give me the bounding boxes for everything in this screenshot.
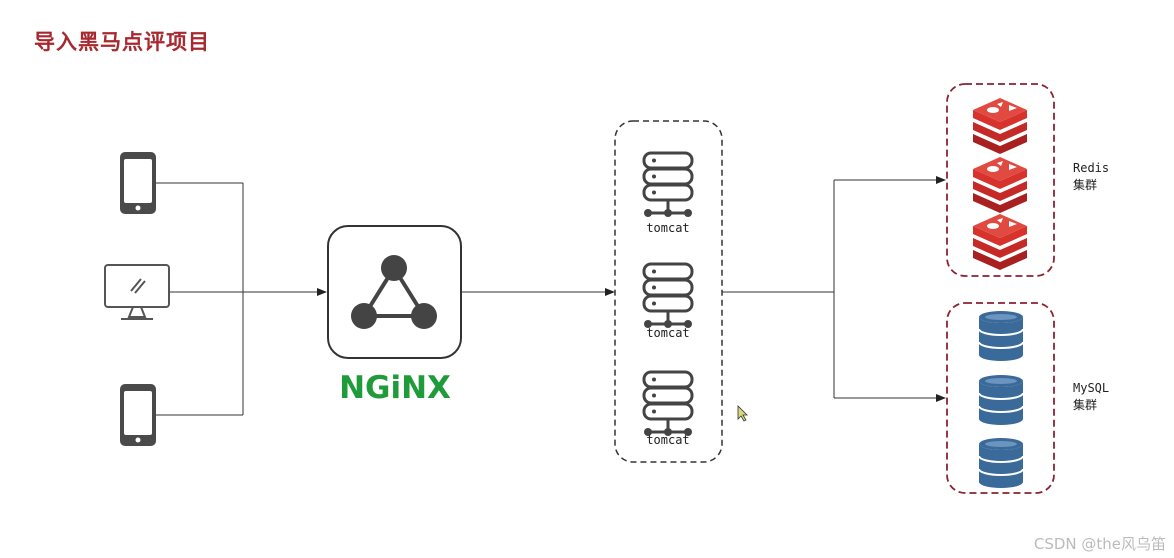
cursor-icon — [737, 405, 748, 422]
desktop-icon — [104, 264, 170, 320]
database-icon — [978, 437, 1024, 489]
server-icon — [642, 370, 694, 438]
mysql-cluster-label: MySQL — [1073, 381, 1109, 395]
redis-icon — [973, 214, 1027, 270]
redis-cluster-sublabel: 集群 — [1073, 177, 1097, 192]
database-icon — [978, 310, 1024, 362]
mysql-cluster-box — [946, 302, 1055, 494]
redis-cluster-box — [946, 83, 1055, 277]
redis-icon — [973, 98, 1027, 154]
page-title: 导入黑马点评项目 — [34, 30, 210, 54]
tomcat-to-clusters-connectors — [722, 176, 946, 402]
client-connectors — [156, 182, 327, 416]
server-icon — [642, 262, 694, 330]
server-icon — [642, 151, 694, 219]
nginx-network-icon — [351, 255, 437, 329]
nginx-logo: NGiNX — [339, 370, 451, 406]
mysql-cluster-sublabel: 集群 — [1073, 397, 1097, 412]
tomcat-label: tomcat — [646, 326, 689, 340]
watermark: CSDN @the风乌笛 — [1033, 535, 1166, 553]
phone-icon — [120, 384, 156, 446]
redis-cluster-label: Redis — [1073, 161, 1109, 175]
phone-icon — [120, 152, 156, 214]
tomcat-label: tomcat — [646, 433, 689, 447]
redis-icon — [973, 157, 1027, 213]
tomcat-cluster-box — [614, 120, 723, 463]
tomcat-label: tomcat — [646, 221, 689, 235]
database-icon — [978, 374, 1024, 426]
nginx-node — [327, 225, 462, 359]
